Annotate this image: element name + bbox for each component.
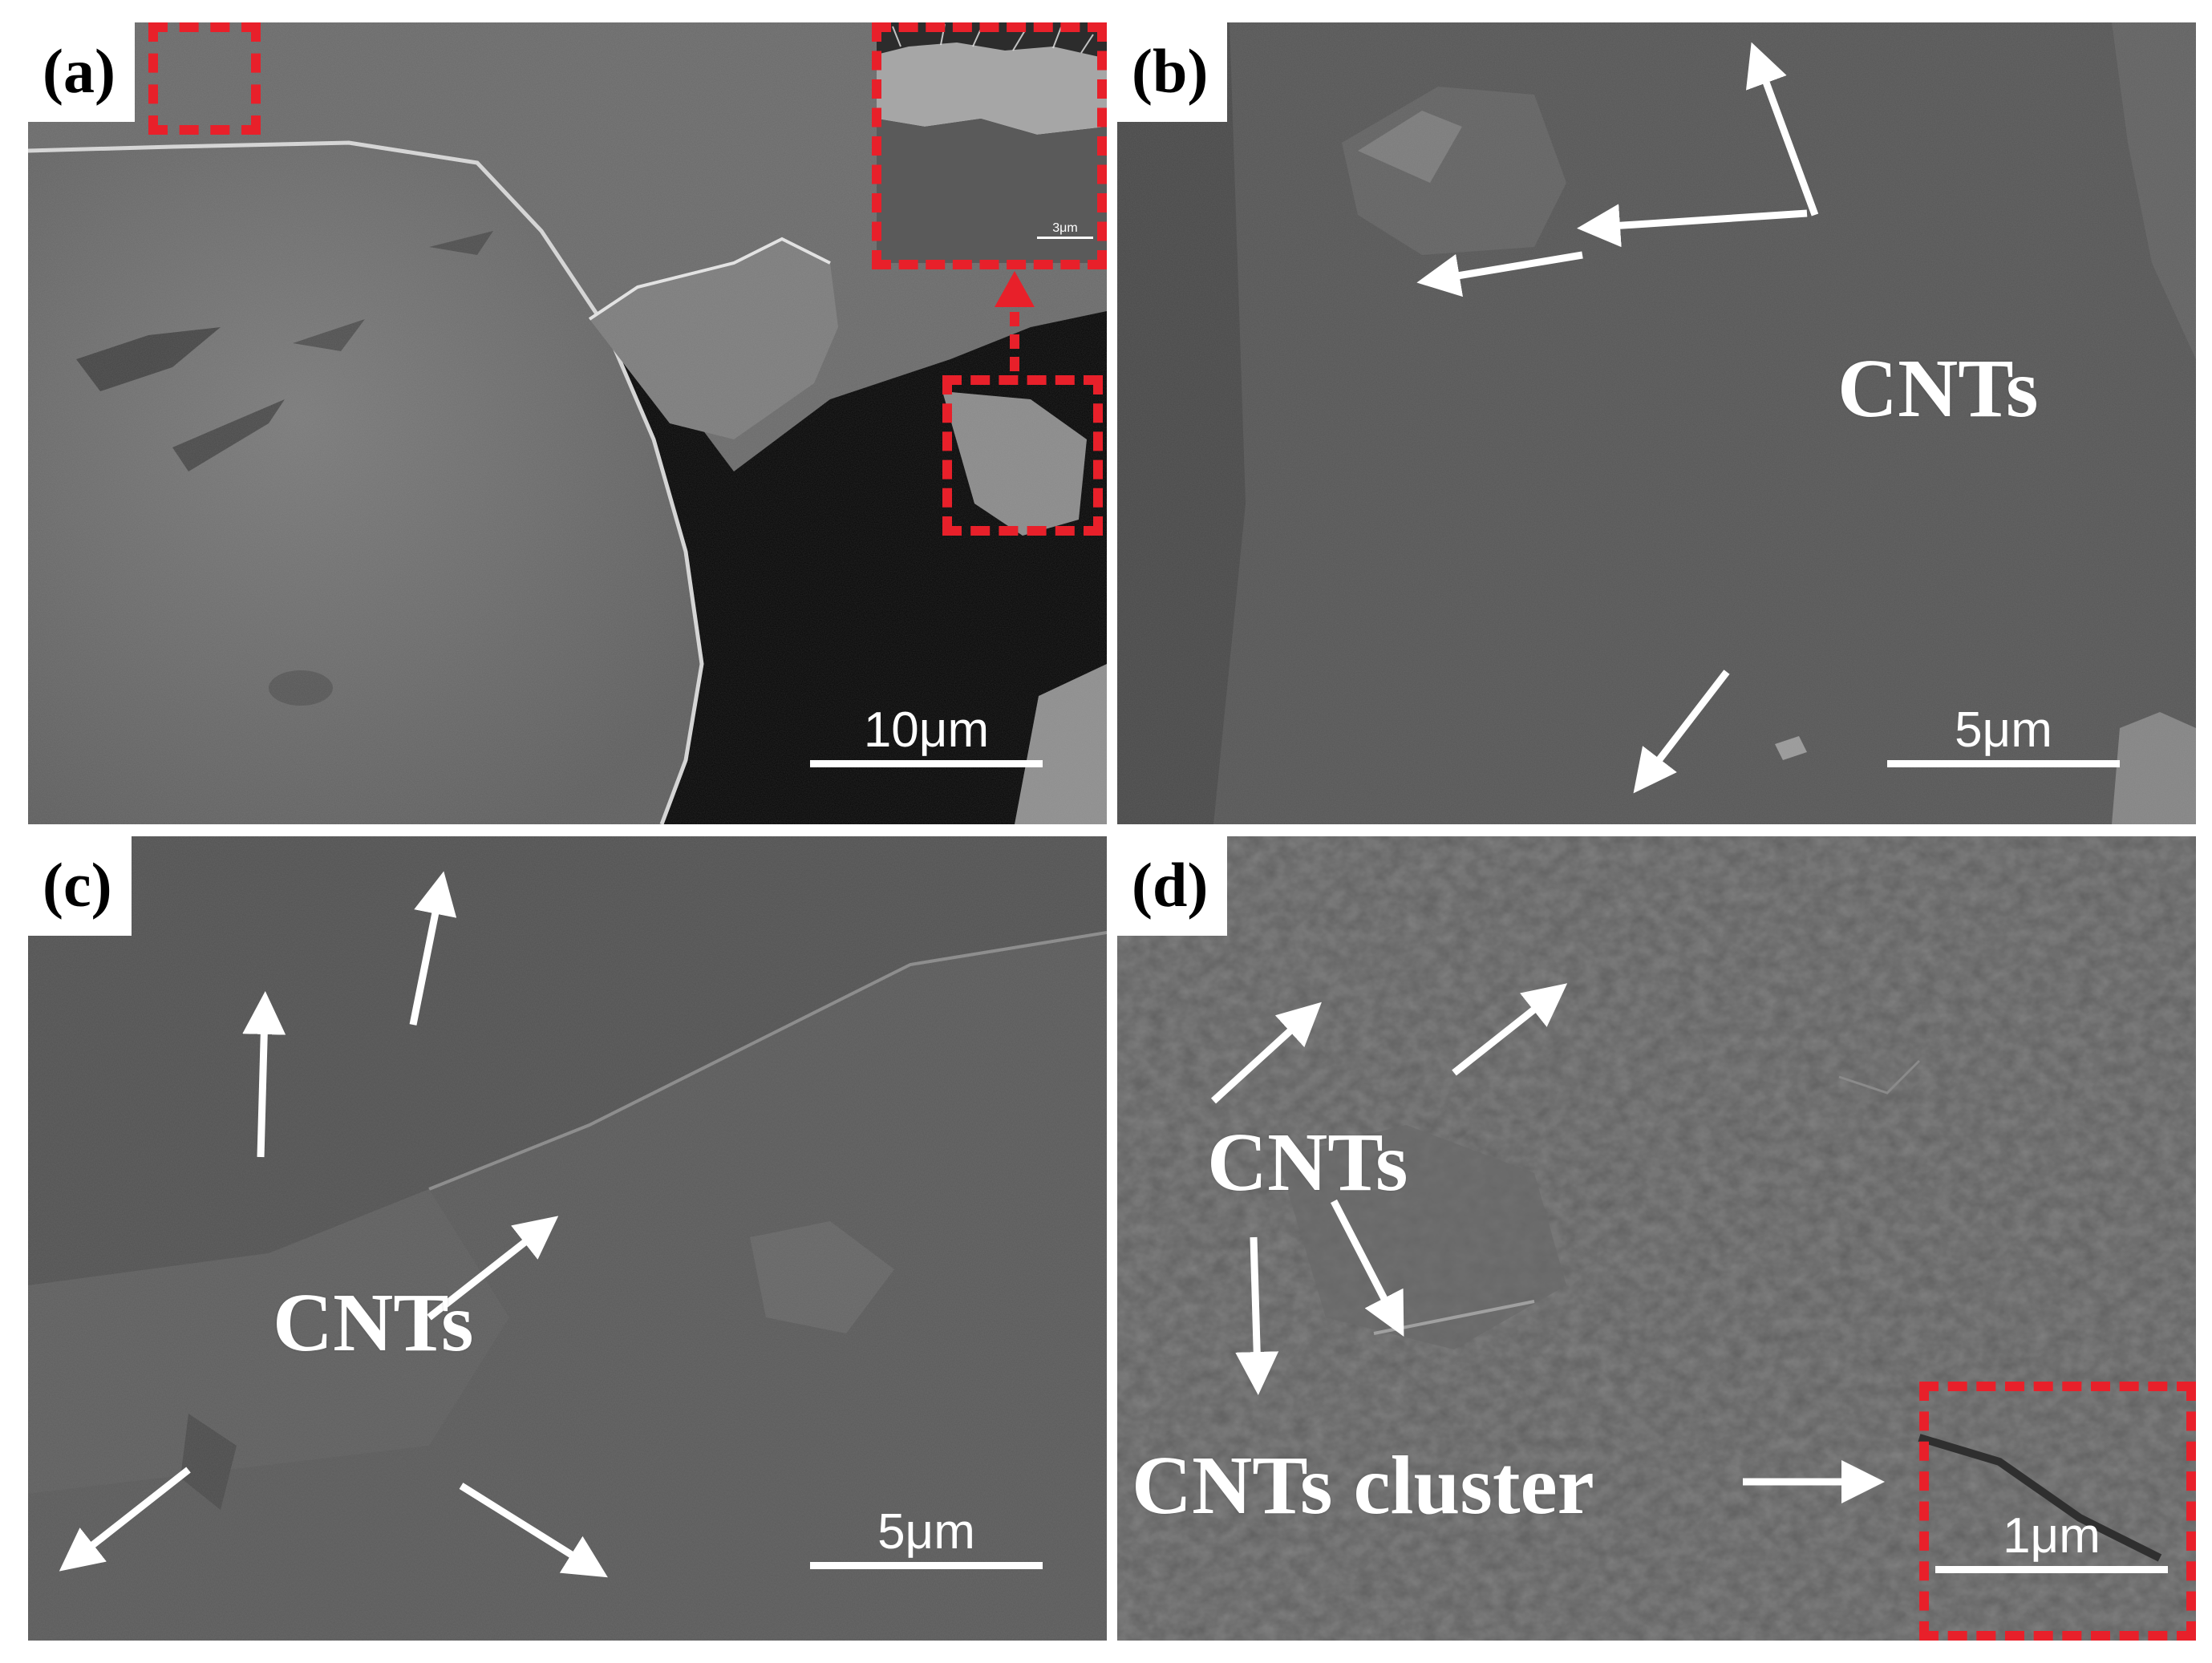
panel-d: CNTs CNTs cluster (d) 1μm: [1117, 836, 2196, 1641]
panel-a-scale-text: 10μm: [863, 702, 990, 758]
highlight-box-particle: [942, 375, 1103, 536]
panel-c-scale-bar: 5μm: [810, 1506, 1043, 1569]
panel-a-scale-line: [810, 760, 1043, 767]
panel-d-micrograph: [1117, 836, 2196, 1641]
panel-a-label: (a): [28, 22, 135, 122]
panel-b-label: (b): [1117, 22, 1228, 122]
panel-a: 3μm (a) 10μm: [28, 22, 1107, 824]
arrow-c-4: [59, 1467, 191, 1572]
highlight-box-inset: [872, 22, 1107, 269]
panel-b-scale-line: [1887, 760, 2120, 767]
panel-c: CNTs (c) 5μm: [28, 836, 1107, 1641]
arrow-d-4: [1331, 1199, 1404, 1337]
arrow-c-3: [427, 1216, 559, 1321]
red-arrow-up: [995, 271, 1035, 371]
panel-a-scale-bar: 10μm: [810, 704, 1043, 767]
panel-d-cnts-cluster-label: CNTs cluster: [1132, 1439, 1594, 1531]
panel-b: CNTs (b) 5μm: [1117, 22, 2196, 824]
panel-d-arrows: [1210, 983, 1885, 1503]
arrow-b-3: [1745, 42, 1819, 216]
panel-d-scale-bar: 1μm: [1935, 1510, 2168, 1573]
arrow-b-4: [1633, 670, 1730, 794]
panel-c-arrows: [59, 871, 608, 1578]
panel-a-inset: 3μm: [877, 22, 1107, 263]
panel-c-scale-text: 5μm: [877, 1504, 975, 1560]
highlight-box-top-left: [148, 22, 261, 135]
panel-b-micrograph: [1117, 22, 2196, 824]
highlight-box-cluster: [1919, 1382, 2196, 1641]
panel-b-cnts-label: CNTs: [1837, 342, 2039, 435]
arrow-c-2: [242, 991, 286, 1158]
arrow-d-2: [1452, 983, 1568, 1076]
panel-d-label: (d): [1117, 836, 1228, 936]
panel-a-inset-image: [877, 22, 1107, 263]
panel-b-scale-text: 5μm: [1955, 702, 2052, 758]
panel-c-micrograph: [28, 836, 1107, 1641]
arrow-b-2: [1416, 251, 1583, 297]
panel-d-scale-line: [1935, 1566, 2168, 1573]
arrow-d-3: [1235, 1236, 1279, 1395]
panel-a-inset-scale-text: 3μm: [1052, 221, 1078, 235]
panel-a-inset-scale-bar: 3μm: [1037, 221, 1093, 239]
arrow-b-1: [1577, 204, 1808, 248]
panel-d-cnts-label: CNTs: [1207, 1116, 1408, 1208]
panel-b-arrows: [1416, 42, 1819, 794]
panel-a-inset-scale-line: [1037, 237, 1093, 239]
arrow-d-1: [1210, 1001, 1322, 1104]
panel-b-scale-bar: 5μm: [1887, 704, 2120, 767]
panel-c-scale-line: [810, 1562, 1043, 1569]
arrow-c-1: [409, 871, 457, 1026]
panel-c-label: (c): [28, 836, 132, 936]
panel-d-scale-text: 1μm: [2003, 1508, 2101, 1564]
arrow-c-5: [459, 1483, 608, 1578]
panel-c-cnts-label: CNTs: [273, 1277, 474, 1369]
